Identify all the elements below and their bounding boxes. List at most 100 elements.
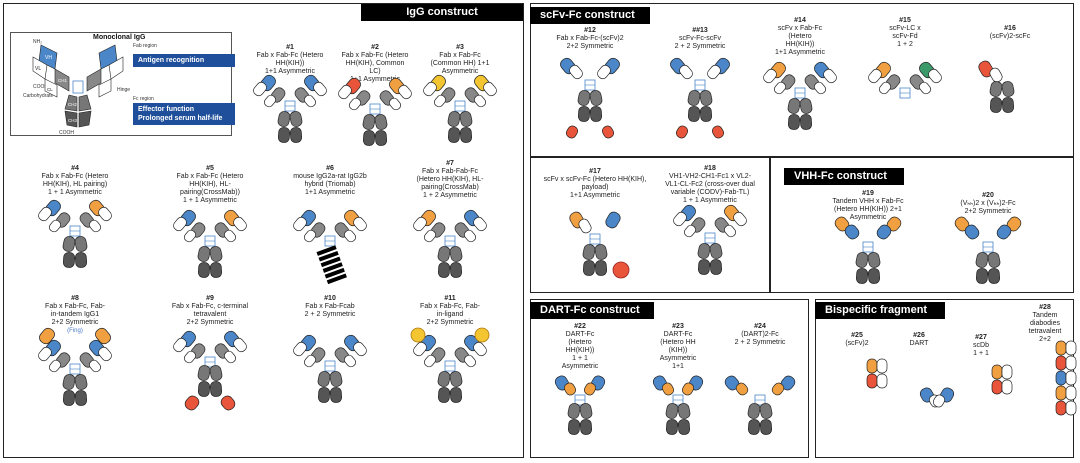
item-2-number: #2 [371, 44, 379, 51]
fc-ch3-left [197, 262, 211, 278]
fab-left-cl [424, 354, 436, 368]
fc-ch3-left [437, 387, 451, 403]
item-20-number: #20 [982, 192, 994, 199]
legend-hinge-label: Hinge [117, 87, 131, 93]
legend-carbohydrate-label: Carbohydrate [23, 93, 54, 99]
legend-antigen-text: Antigen recognition [138, 57, 205, 64]
fab-right-cl [919, 81, 931, 95]
fab-right-vl [313, 81, 327, 97]
fab-right-vl [98, 206, 112, 222]
legend-cl-left [44, 78, 58, 98]
fc-ch2-right [329, 371, 343, 387]
fab-left-vl [293, 341, 307, 357]
fc-ch3-left [665, 419, 679, 435]
figure-14-svg [763, 61, 837, 130]
item-26-number: #26 [913, 332, 925, 339]
fc-ch2-right [209, 246, 223, 262]
legend-hinge [72, 80, 84, 94]
fab-left-cl [879, 81, 891, 95]
panel-bispecific-fragment [815, 299, 1074, 458]
fab-left-cl [49, 219, 61, 233]
fc-ch3-right [289, 127, 303, 143]
tandem-right-outer [95, 327, 111, 345]
fab-left-vl [413, 341, 427, 357]
legend-ch2-right [78, 94, 92, 112]
figure-3 [423, 74, 497, 155]
scfv-right-vl [707, 64, 721, 80]
item-8-number: #8 [71, 295, 79, 302]
legend-igg-svg: VH VL CH1 CL CH2 CH3 [32, 44, 124, 128]
stack-domain-right-0 [876, 358, 888, 374]
scfv-a-vl [578, 218, 592, 234]
fab-left-cl [184, 350, 196, 364]
dartfrag-b2 [932, 394, 946, 408]
stack-domain-left-4 [1055, 400, 1067, 416]
item-27-caption: scDb 1 + 1 [973, 342, 989, 357]
figure-20 [954, 216, 1022, 300]
fab-right-cl [344, 229, 356, 243]
panel-title-vhh: VHH-Fc construct [784, 168, 904, 185]
item-16: #16(scFv)2-scFc [960, 25, 1060, 41]
fc-ch2-right [799, 98, 813, 114]
fc-ch2-right [759, 403, 773, 419]
fc-ch2-left [577, 90, 591, 106]
item-7-caption: Fab x Fab-Fab-Fc (Hetero HH(KIH), HL- pa… [416, 168, 484, 199]
figure-2-svg [338, 77, 412, 146]
fc-ch2-right [699, 90, 713, 106]
fc-ch2-left [567, 403, 581, 419]
item-16-caption: (scFv)2-scFc [989, 33, 1031, 40]
fc-ch3-right [987, 268, 1001, 284]
fab-left-vl [423, 81, 437, 97]
fc-ch2-right [449, 371, 463, 387]
fab-left-cl [184, 229, 196, 243]
item-13-caption: scFv-Fc-scFv 2 + 2 Symmetric [674, 35, 726, 50]
fab-right-vl [483, 81, 497, 97]
fab-left-cl [349, 97, 361, 111]
item-16-number: #16 [1004, 25, 1016, 32]
figure-12-svg [560, 57, 620, 139]
figure-11-svg [410, 327, 490, 403]
figure-23-svg [652, 375, 704, 435]
fc-ch3-left [317, 387, 331, 403]
fab-right-vl [473, 216, 487, 232]
fc-ch3-left [582, 260, 596, 276]
legend-fc-region-label: Fc region [133, 96, 154, 102]
fab-right-vl [353, 341, 367, 357]
fc-ch2-left [62, 236, 76, 252]
item-24-caption: (DART)2-Fc 2 + 2 Symmetric [734, 331, 786, 346]
legend-cooh-label: COOH [33, 84, 48, 90]
panel-title-igg: IgG construct [361, 4, 523, 21]
item-15-number: #15 [899, 17, 911, 24]
item-12-number: #12 [584, 27, 596, 34]
item-25-caption: (scFv)2 [845, 340, 869, 347]
fc-ch2-left [665, 403, 679, 419]
fab-right-vl [398, 84, 412, 100]
item-6-number: #6 [326, 165, 334, 172]
item-28-number: #28 [1039, 304, 1051, 311]
figure-12 [558, 57, 622, 139]
fc-ch3-left [747, 419, 761, 435]
legend-nh2-label: NH₂ [33, 39, 43, 45]
fc-ch3-right [1001, 97, 1015, 113]
fc-ch3-right [594, 260, 608, 276]
fc-ch3-left [362, 130, 376, 146]
fc-ch2-right [589, 90, 603, 106]
fc-ch3-left [62, 390, 76, 406]
c-term-left [184, 395, 200, 411]
figure-25-svg [866, 358, 888, 389]
fc-ch2-right [374, 114, 388, 130]
fab-right-cl [389, 97, 401, 111]
stack-domain-left-1 [1055, 355, 1067, 371]
panel-scfv-construct [530, 3, 1074, 157]
scfv-bottom-right [711, 125, 725, 139]
item-8-caption: Fab x Fab-Fc, Fab- in-tandem IgG1 2+2 Sy… [45, 303, 105, 326]
fc-ch2-right [677, 403, 691, 419]
item-10-number: #10 [324, 295, 336, 302]
item-17-caption: scFv x scFv-Fc (Hetero HH(KIH), payload)… [543, 176, 647, 199]
figure-22-svg [554, 375, 606, 435]
